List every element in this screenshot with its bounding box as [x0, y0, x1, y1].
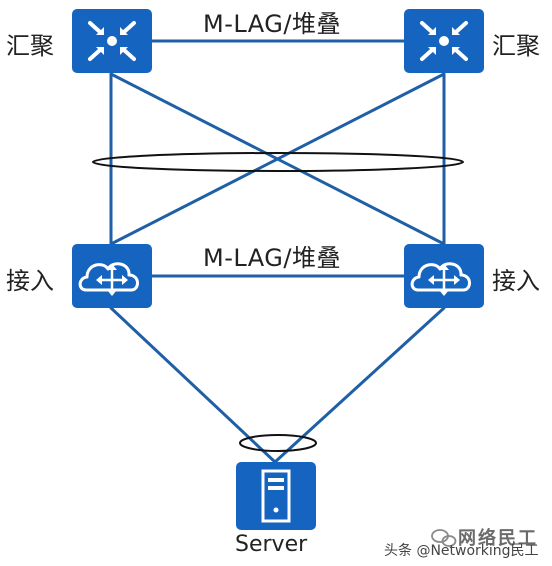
- switch-arrows-icon: [420, 21, 468, 61]
- cloud-router-icon: [410, 262, 471, 296]
- cloud-router-icon: [78, 262, 139, 296]
- label-aggregation-left: 汇聚: [6, 32, 54, 60]
- server-tower-icon: [261, 469, 291, 523]
- lag-ring-server: [239, 434, 317, 452]
- link-aggR-accL: [109, 72, 446, 246]
- label-access-right: 接入: [492, 267, 540, 295]
- watermark-brand: 网络民工: [458, 528, 538, 549]
- access-router-right: [404, 244, 484, 308]
- links: [109, 39, 446, 464]
- wechat-logo-icon: [431, 529, 457, 547]
- watermark-credit: 头条 @Networking民工: [384, 543, 539, 559]
- server-device: [236, 462, 316, 530]
- label-aggregation-right: 汇聚: [492, 32, 540, 60]
- aggregation-switch-left: [72, 9, 152, 73]
- label-mlag-stack-top: M-LAG/堆叠: [203, 10, 341, 38]
- label-access-left: 接入: [6, 267, 54, 295]
- aggregation-switch-right: [404, 9, 484, 73]
- label-server: Server: [235, 532, 308, 557]
- lag-ring-upper: [92, 152, 464, 172]
- label-mlag-stack-bottom: M-LAG/堆叠: [203, 244, 341, 272]
- switch-arrows-icon: [88, 21, 136, 61]
- link-accR-server: [273, 306, 446, 464]
- access-router-left: [72, 244, 152, 308]
- link-accL-server: [109, 306, 277, 464]
